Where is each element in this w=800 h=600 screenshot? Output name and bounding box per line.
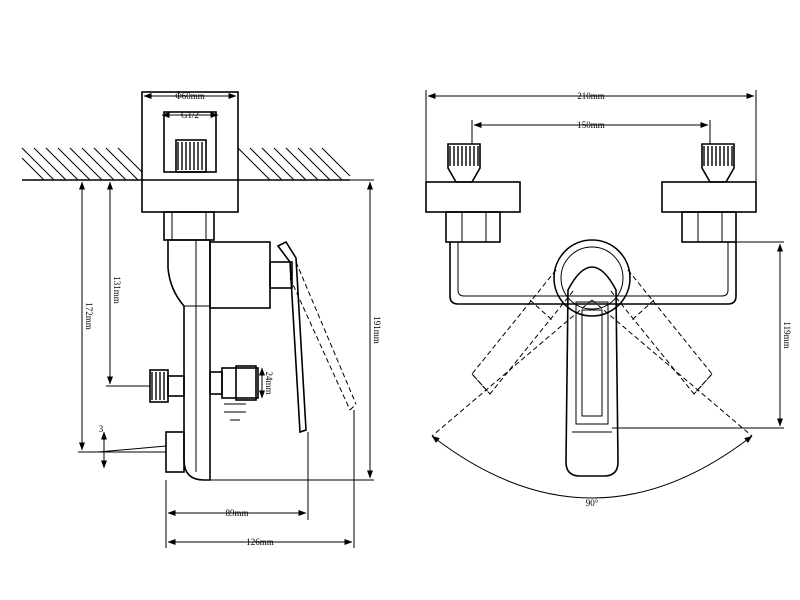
mixer-body [167,239,211,481]
outlet-spout [209,371,223,395]
mixer-bar [449,242,737,305]
rotation-arc [431,435,753,499]
left-connector-nut [445,211,501,243]
dim-89-label: 89mm [225,508,248,518]
dim-131-label: 131mm [112,276,122,304]
dim-phi60-label: Φ60mm [175,91,205,101]
right-connector-nut [681,211,737,243]
lever-center [565,266,619,477]
dim-191-label: 191mm [372,316,382,344]
right-flange [661,181,757,213]
dim-126-label: 126mm [246,537,274,547]
dim-thread-label: G1/2 [181,110,199,120]
lever-right-position [609,269,713,395]
lever-handle [276,240,307,434]
lever-left-position [471,269,575,395]
dim-rotation-label: 90° [586,498,599,508]
inlet-thread [175,139,207,173]
dim-172-label: 172mm [84,302,94,330]
dim-210-label: 210mm [577,91,605,101]
dim-150-label: 150mm [577,120,605,130]
handle-base [553,239,631,317]
left-flange [425,181,521,213]
cartridge-housing [209,241,271,309]
dim-3-label: 3 [99,424,104,434]
wall-hatching [21,147,351,181]
dim-24-label: 24mm [264,371,274,394]
dim-119-label: 119mm [782,321,792,348]
side-view: Φ60mm G1/2 131mm 172mm 3 191mm 24mm 89mm [21,91,382,548]
inlet-thread-lines [177,142,203,170]
right-inlet-thread [701,143,735,183]
front-view: 90° 210mm 150mm 119mm [425,90,792,508]
lever-swing-dash [295,261,357,405]
cartridge-stem [269,261,293,289]
left-inlet-thread [447,143,481,183]
bottom-outlet [165,431,185,473]
